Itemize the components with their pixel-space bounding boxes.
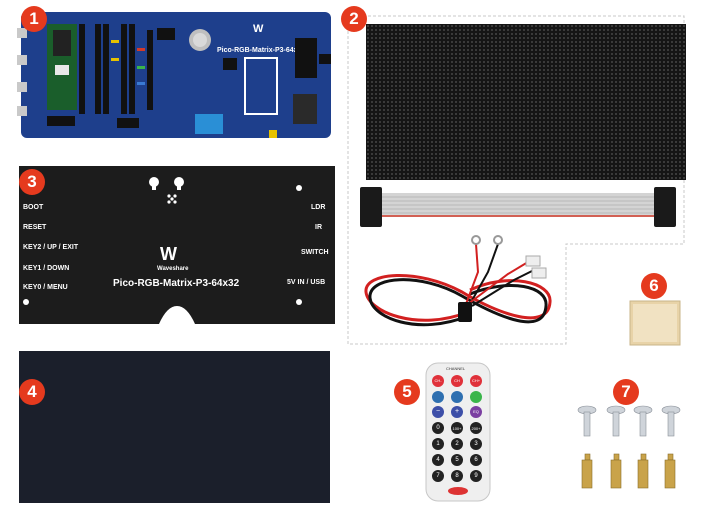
- remote-header: CHANNEL: [446, 366, 466, 371]
- black-case: W BOOT RESET KEY2 / UP / EXIT KEY1 / DOW…: [19, 166, 335, 324]
- ribbon-cable: [356, 185, 681, 229]
- board-title: Pico-RGB-Matrix-P3-64x32: [217, 47, 305, 54]
- remote-btn-ch[interactable]: CH: [454, 378, 460, 383]
- badge-2: 2: [341, 6, 367, 32]
- svg-text:W: W: [253, 23, 264, 35]
- remote-btn-6[interactable]: 6: [474, 457, 478, 463]
- remote-btn-1[interactable]: 1: [436, 441, 440, 447]
- case-label-reset: RESET: [23, 224, 47, 231]
- led-matrix-panel: [366, 24, 686, 180]
- remote-btn-ch-plus[interactable]: CH+: [471, 378, 481, 383]
- badge-3: 3: [19, 169, 45, 195]
- case-label-ldr: LDR: [311, 204, 326, 211]
- case-label-switch: SWITCH: [301, 249, 329, 256]
- remote-btn-4[interactable]: 4: [436, 457, 440, 463]
- remote-btn-eq[interactable]: EQ: [473, 409, 479, 414]
- power-cable: [358, 232, 558, 340]
- case-label-key0: KEY0 / MENU: [23, 284, 68, 291]
- remote-btn-3[interactable]: 3: [474, 441, 478, 447]
- driver-board: W Pico-RGB-Matrix-P3-64x32: [17, 10, 335, 140]
- case-label-boot: BOOT: [23, 204, 44, 211]
- remote-btn-0[interactable]: 0: [436, 425, 440, 431]
- remote-btn-8[interactable]: 8: [455, 473, 459, 479]
- case-title: Pico-RGB-Matrix-P3-64x32: [113, 278, 240, 289]
- remote-btn-ch-minus[interactable]: CH-: [434, 378, 442, 383]
- ir-remote: CHANNEL CH- CH CH+ − + EQ 0 100+ 200+ 1 …: [424, 361, 492, 503]
- case-label-ir: IR: [315, 224, 322, 231]
- badge-4: 4: [19, 379, 45, 405]
- remote-btn-100[interactable]: 100+: [452, 426, 462, 431]
- remote-btn-200[interactable]: 200+: [471, 426, 481, 431]
- remote-btn-7[interactable]: 7: [436, 473, 440, 479]
- case-brand: Waveshare: [157, 266, 189, 272]
- svg-text:W: W: [160, 244, 177, 264]
- badge-5: 5: [394, 379, 420, 405]
- screws-and-standoffs: [576, 404, 686, 496]
- badge-6: 6: [641, 273, 667, 299]
- case-label-key2: KEY2 / UP / EXIT: [23, 244, 79, 251]
- matrix-kit-group: [346, 14, 686, 346]
- remote-btn-vol-up[interactable]: +: [454, 408, 460, 415]
- remote-btn-vol-down[interactable]: −: [435, 408, 441, 415]
- acrylic-panel: [19, 351, 330, 503]
- remote-btn-9[interactable]: 9: [474, 473, 478, 479]
- badge-7: 7: [613, 379, 639, 405]
- remote-btn-2[interactable]: 2: [455, 441, 459, 447]
- adhesive-pad: [629, 300, 681, 346]
- badge-1: 1: [21, 6, 47, 32]
- case-label-key1: KEY1 / DOWN: [23, 265, 70, 272]
- case-label-5v-in: 5V IN / USB: [287, 279, 326, 286]
- remote-btn-5[interactable]: 5: [455, 457, 459, 463]
